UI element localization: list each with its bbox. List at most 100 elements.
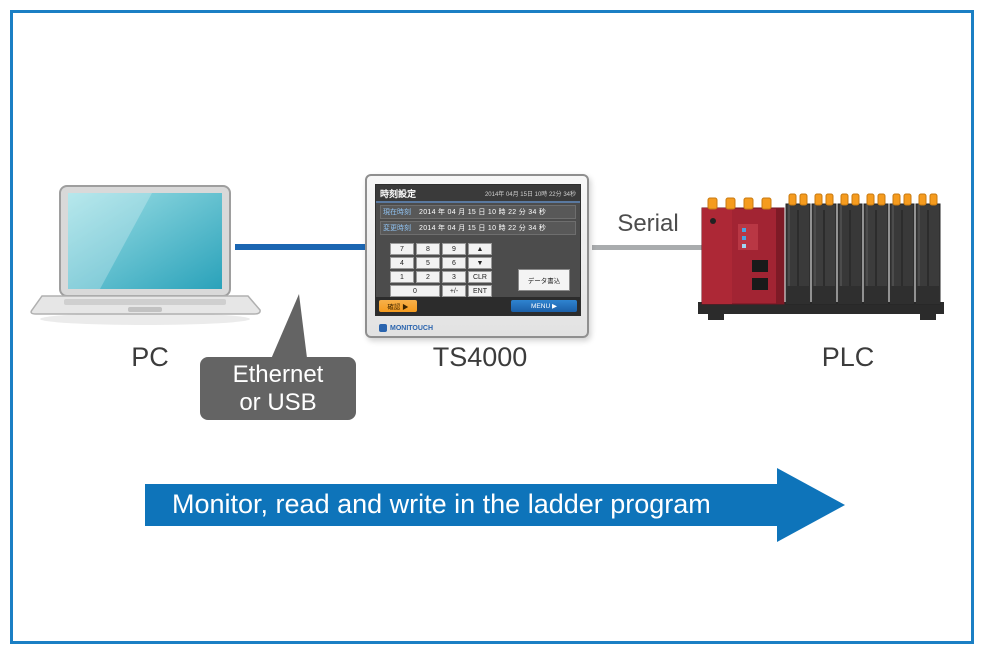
plc-status-led (742, 228, 746, 232)
module-highlight (918, 204, 920, 304)
hmi-row-value: 2014 年 04 月 15 日 10 時 22 分 34 秒 (419, 225, 547, 232)
module-lower (890, 286, 914, 304)
bubble-tail (268, 294, 308, 366)
module-highlight (866, 204, 868, 304)
module-groove (901, 210, 903, 298)
hmi-screen-title: 時刻設定 (380, 188, 417, 199)
ethernet-connection-line (235, 244, 370, 250)
keypad-key: 5 (416, 257, 440, 269)
laptop-screen (68, 193, 222, 289)
keypad-key: 3 (442, 271, 466, 283)
hmi-screen-datetime: 2014年 04月 15日 10時 22分 34秒 (484, 191, 576, 198)
connection-type-bubble: Ethernet or USB (200, 357, 356, 420)
plc-top-clip (761, 197, 772, 210)
keypad-key: 1 (390, 271, 414, 283)
serial-connection-line (592, 245, 702, 250)
hmi-bottom-bar: 確認 ▶ MENU ▶ (376, 297, 580, 315)
keypad-key: 4 (390, 257, 414, 269)
keypad-key: 6 (442, 257, 466, 269)
keypad-key: 2 (416, 271, 440, 283)
plc-top-clip (725, 197, 736, 210)
laptop-touchpad (128, 307, 162, 312)
keypad-key: 9 (442, 243, 466, 255)
keypad-key: ENT (468, 285, 492, 297)
hmi-time-row: 変更時刻 2014 年 04 月 15 日 10 時 22 分 34 秒 (380, 221, 576, 235)
plc-top-clip (814, 193, 823, 206)
plc-top-clip (707, 197, 718, 210)
plc-top-clip (743, 197, 754, 210)
banner-arrow (145, 468, 845, 542)
laptop-shadow (40, 313, 250, 325)
module-lower (838, 286, 862, 304)
plc-label: PLC (821, 342, 875, 372)
module-highlight (840, 204, 842, 304)
hmi-keypad: 7 8 9 ▲ 4 5 6 ▼ 1 2 3 CLR 0 +/- ENT (390, 243, 492, 297)
hmi-row-value: 2014 年 04 月 15 日 10 時 22 分 34 秒 (419, 209, 547, 216)
bubble-line1: Ethernet (232, 360, 324, 388)
plc-cpu-label-area (738, 224, 758, 250)
banner-text: Monitor, read and write in the ladder pr… (172, 489, 711, 519)
brand-logo-icon (379, 324, 387, 332)
pc-laptop-illustration (30, 185, 261, 325)
plc-top-clip (840, 193, 849, 206)
brand-logo-text: MONITOUCH (390, 324, 434, 332)
keypad-key: 8 (416, 243, 440, 255)
plc-io-modules (785, 193, 941, 305)
module-highlight (892, 204, 894, 304)
keypad-key: 7 (390, 243, 414, 255)
hmi-screen-header: 時刻設定 2014年 04月 15日 10時 22分 34秒 (376, 185, 580, 203)
plc-top-clip (929, 193, 938, 206)
plc-top-clip (892, 193, 901, 206)
keypad-key: ▼ (468, 257, 492, 269)
hmi-menu-button: MENU ▶ (511, 300, 577, 312)
module-lower (812, 286, 836, 304)
module-lower (864, 286, 888, 304)
plc-top-clip (851, 193, 860, 206)
plc-top-clip (903, 193, 912, 206)
plc-base-rail (698, 302, 944, 314)
keypad-key: 0 (390, 285, 440, 297)
hmi-data-write-button: データ書込 (518, 269, 570, 291)
module-groove (875, 210, 877, 298)
keypad-key: +/- (442, 285, 466, 297)
plc-foot (920, 314, 936, 320)
hmi-row-label: 現在時刻 (383, 209, 411, 216)
plc-status-led (742, 244, 746, 248)
keypad-key: ▲ (468, 243, 492, 255)
plc-top-clip (825, 193, 834, 206)
hmi-confirm-button: 確認 ▶ (379, 300, 417, 312)
bubble-line2: or USB (239, 388, 317, 416)
plc-top-clip (918, 193, 927, 206)
module-lower (916, 286, 940, 304)
hmi-brand-logo: MONITOUCH (379, 324, 433, 332)
module-highlight (788, 204, 790, 304)
plc-top-clip (866, 193, 875, 206)
module-groove (797, 210, 799, 298)
hmi-row-label: 変更時刻 (383, 225, 411, 232)
hmi-device: 時刻設定 2014年 04月 15日 10時 22分 34秒 現在時刻 2014… (365, 174, 589, 338)
hmi-screen: 時刻設定 2014年 04月 15日 10時 22分 34秒 現在時刻 2014… (375, 184, 581, 316)
module-groove (823, 210, 825, 298)
plc-foot (708, 314, 724, 320)
module-groove (927, 210, 929, 298)
module-lower (786, 286, 810, 304)
plc-port (752, 278, 768, 290)
plc-top-clip (877, 193, 886, 206)
plc-cpu-edge (776, 208, 784, 304)
plc-illustration (698, 193, 944, 320)
plc-indicator-dot (710, 218, 716, 224)
plc-cpu-front (702, 208, 732, 304)
laptop-keyboard (64, 299, 226, 305)
serial-label: Serial (617, 210, 679, 237)
plc-top-clip (799, 193, 808, 206)
border-frame (10, 10, 974, 644)
module-groove (849, 210, 851, 298)
plc-port (752, 260, 768, 272)
hmi-label: TS4000 (432, 342, 528, 372)
laptop-screen-sheen (68, 193, 152, 289)
hmi-time-row: 現在時刻 2014 年 04 月 15 日 10 時 22 分 34 秒 (380, 205, 576, 219)
plc-top-clip (788, 193, 797, 206)
keypad-key: CLR (468, 271, 492, 283)
pc-label: PC (131, 342, 169, 372)
